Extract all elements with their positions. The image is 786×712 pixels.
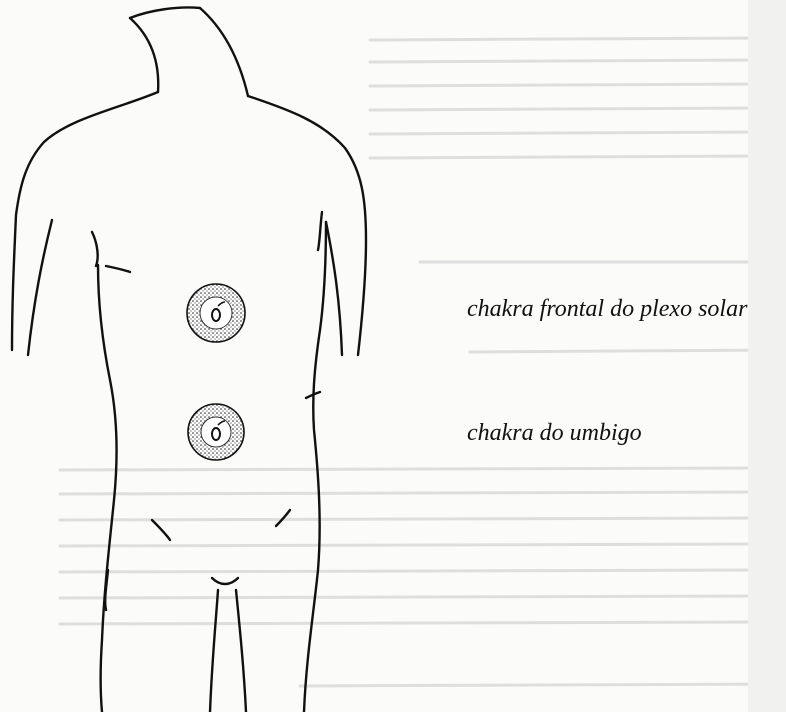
jaw-line xyxy=(130,7,200,18)
inner-left-leg xyxy=(210,590,218,712)
left-chest-line xyxy=(92,232,98,266)
left-hip-line xyxy=(152,520,170,540)
right-hip-line xyxy=(276,510,290,526)
inner-right-arm xyxy=(326,222,342,355)
inner-right-leg xyxy=(236,590,246,712)
navel-chakra-label: chakra do umbigo xyxy=(467,420,642,447)
neck-left-line xyxy=(130,18,158,92)
neck-right-line xyxy=(200,8,248,96)
left-chest-fold xyxy=(106,266,130,272)
right-torso-side xyxy=(304,222,326,712)
left-torso-side xyxy=(98,265,117,712)
solar-plexus-chakra-label: chakra frontal do plexo solar xyxy=(467,296,747,323)
groin-curve xyxy=(212,578,238,584)
solar-plexus-chakra-icon xyxy=(187,284,245,342)
navel-chakra-icon xyxy=(188,404,244,460)
inner-left-arm xyxy=(28,220,52,355)
right-shoulder-arm xyxy=(248,96,366,355)
right-chest-line xyxy=(318,212,322,250)
